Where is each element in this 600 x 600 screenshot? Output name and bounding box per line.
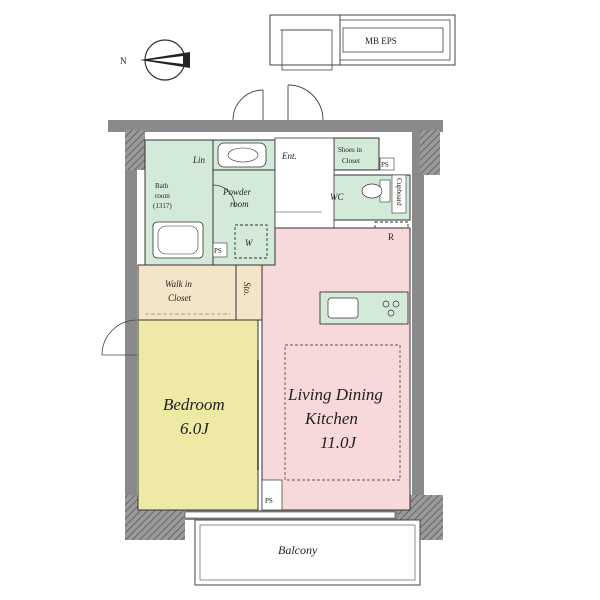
- shoes-closet-label-2: Closet: [342, 157, 360, 165]
- mb-eps-block: MB EPS: [269, 14, 456, 71]
- kitchen-sink: [327, 297, 359, 319]
- storage-label: Sto.: [242, 282, 252, 296]
- storage: [235, 264, 263, 321]
- bedroom: [137, 319, 259, 511]
- cupboard-label: Cupboard: [395, 178, 403, 206]
- wet-rooms: [144, 137, 411, 266]
- powder-label-2: room: [230, 199, 249, 209]
- toilet-icon: [361, 183, 383, 199]
- shoes-closet-label-1: Shoes in: [338, 146, 362, 154]
- living-dining-kitchen: [261, 227, 411, 511]
- ldk-label-3: 11.0J: [320, 433, 357, 452]
- linen-label: Lin: [192, 155, 206, 165]
- powder-label-1: Powder: [222, 187, 251, 197]
- cupboard: [391, 174, 407, 214]
- refrigerator-label: R: [388, 232, 394, 242]
- entrance-label: Ent.: [281, 151, 297, 161]
- wc-label: WC: [330, 192, 344, 202]
- walkin-label-2: Closet: [168, 293, 192, 303]
- ps-bottom-box: [261, 479, 283, 511]
- entrance-hall: [274, 137, 335, 229]
- ps-bath-label: PS: [214, 247, 222, 255]
- entrance-doors: [232, 84, 324, 121]
- bathroom-label-3: (1317): [153, 202, 172, 210]
- washer-space: [234, 224, 268, 259]
- ps-bottom-label: PS: [265, 497, 273, 505]
- ps-top-label: PS: [381, 161, 389, 169]
- compass: N: [120, 39, 190, 81]
- ldk-label-2: Kitchen: [304, 409, 358, 428]
- ldk-label-1: Living Dining: [287, 385, 383, 404]
- ldk-rug-area: [284, 344, 401, 481]
- washer-label: W: [245, 238, 254, 248]
- bathroom-label-1: Bath: [155, 182, 169, 190]
- walkin-label-1: Walk in: [165, 279, 192, 289]
- balcony-label: Balcony: [278, 543, 318, 557]
- mb-eps-label: MB EPS: [365, 36, 397, 46]
- bedroom-label-1: Bedroom: [163, 395, 225, 414]
- shoes-closet: [333, 137, 380, 171]
- bathroom-label-2: room: [155, 192, 170, 200]
- compass-label: N: [120, 56, 127, 66]
- outer-walls: [108, 120, 443, 540]
- balcony: [194, 519, 421, 586]
- stove-icon: [382, 300, 390, 308]
- bedroom-door-arc: [101, 319, 138, 356]
- bedroom-label-2: 6.0J: [180, 419, 210, 438]
